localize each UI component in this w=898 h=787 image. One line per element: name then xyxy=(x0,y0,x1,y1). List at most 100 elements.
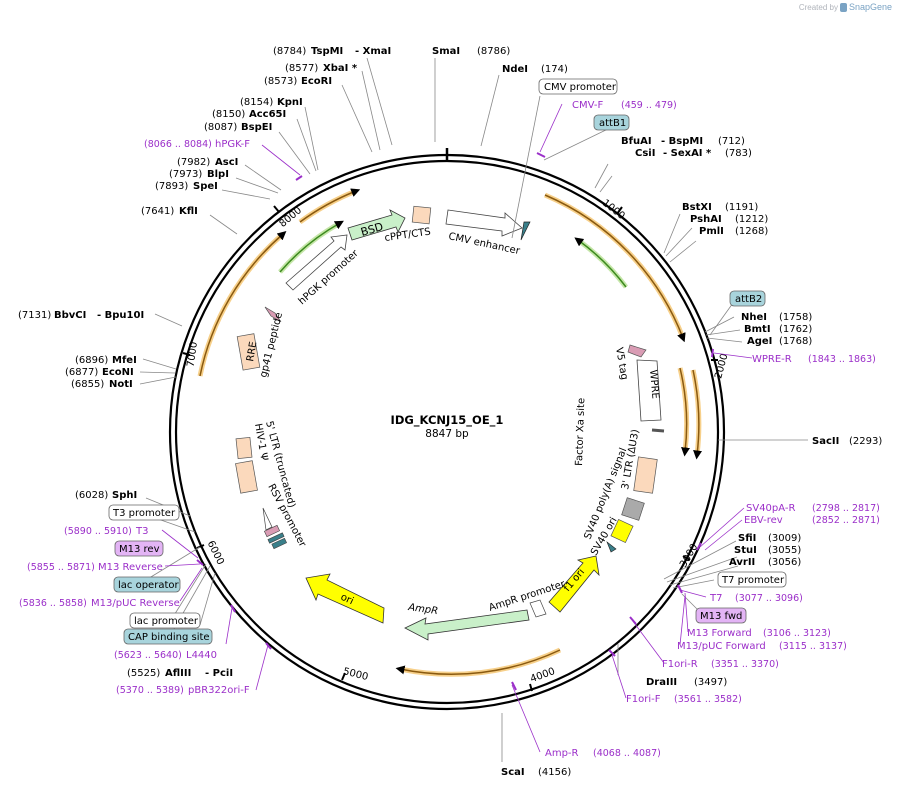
bstxi-label: BstXI xyxy=(682,202,712,213)
t3-promoter-label: T3 promoter xyxy=(112,508,176,519)
cmv-promoter-box-label: CMV promoter xyxy=(544,82,617,93)
hpgk-f-label: hPGK-F xyxy=(215,139,250,150)
tick-2000: 2000 xyxy=(713,353,730,380)
pshai-label: PshAI xyxy=(690,214,722,225)
smai-label: SmaI xyxy=(432,46,460,57)
xmai-label: - XmaI xyxy=(355,46,391,57)
v5-label: V5 tag xyxy=(613,347,630,381)
bspei-pos: (8087) xyxy=(204,122,237,133)
bmti-label: BmtI xyxy=(744,324,771,335)
gp41-mark xyxy=(264,306,282,323)
asci-pos: (7982) xyxy=(177,157,210,168)
cppt-box xyxy=(411,205,432,225)
cmv-enhancer-label: CMV enhancer xyxy=(447,231,521,257)
econi-pos: (6877) xyxy=(65,367,98,378)
sv40-ori-box xyxy=(610,518,634,544)
sacii-pos: (2293) xyxy=(849,436,882,447)
acc65i-pos: (8150) xyxy=(212,109,245,120)
tick-7000: 7000 xyxy=(186,341,200,368)
l4440-label: L4440 xyxy=(186,650,217,661)
csii-pos: (783) xyxy=(725,148,752,159)
ebv-rev-label: EBV-rev xyxy=(744,515,783,526)
wpre-r-label: WPRE-R xyxy=(752,354,792,365)
v5-mark xyxy=(627,344,647,358)
m13-rev-label: M13 rev xyxy=(119,544,160,555)
sfii-pos: (3009) xyxy=(768,533,801,544)
primer-leader-lines xyxy=(161,103,753,753)
plasmid-name: IDG_KCNJ15_OE_1 xyxy=(391,413,504,428)
sphi-pos: (6028) xyxy=(75,490,108,501)
stui-label: StuI xyxy=(734,545,757,556)
ltr3-box xyxy=(633,456,658,494)
pcii-label: - PciI xyxy=(205,668,233,679)
m13-fwd-label: M13 fwd xyxy=(700,611,742,622)
bspei-label: BspEI xyxy=(241,122,272,133)
cmv-f-pos: (459 .. 479) xyxy=(621,100,677,111)
attb1-label: attB1 xyxy=(599,118,626,129)
cap-binding-label: CAP binding site xyxy=(128,632,210,643)
m13-reverse-pos: (5855 .. 5871) xyxy=(27,562,95,573)
agei-label: AgeI xyxy=(747,336,772,347)
scai-pos: (4156) xyxy=(538,767,571,778)
sv40-polya-box xyxy=(621,497,645,521)
t7-promoter-label: T7 promoter xyxy=(721,575,785,586)
draiii-pos: (3497) xyxy=(694,677,727,688)
f1ori-r-pos: (3351 .. 3370) xyxy=(711,659,779,670)
bmti-pos: (1762) xyxy=(779,324,812,335)
scai-label: ScaI xyxy=(501,767,525,778)
nhei-label: NheI xyxy=(741,312,767,323)
cmv-promoter-mark xyxy=(520,221,531,241)
credit-brand: SnapGene xyxy=(848,2,892,12)
draiii-label: DraIII xyxy=(646,677,677,688)
kfli-label: KflI xyxy=(179,206,198,217)
bsd-arrow xyxy=(347,209,406,241)
bfuai-label: BfuAI xyxy=(621,136,652,147)
tspmi-label: TspMI xyxy=(311,46,343,57)
t3-label: T3 xyxy=(135,526,148,537)
sv40pa-r-label: SV40pA-R xyxy=(746,503,795,514)
ori-label: ori xyxy=(339,592,355,607)
acc65i-label: Acc65I xyxy=(249,109,286,120)
ecori-label: EcoRI xyxy=(301,76,332,87)
lac-operator-label: lac operator xyxy=(118,580,179,591)
backbone-inner xyxy=(174,159,720,705)
hiv-psi-box xyxy=(235,436,253,460)
sfii-label: SfiI xyxy=(738,533,756,544)
m13puc-rev-label: M13/pUC Reverse xyxy=(91,598,180,609)
ndei-label: NdeI xyxy=(502,64,528,75)
orf-arcs xyxy=(197,188,703,677)
kfli-pos: (7641) xyxy=(141,206,174,217)
ecori-pos: (8573) xyxy=(264,76,297,87)
smai-pos: (8786) xyxy=(477,46,510,57)
snapgene-credit: Created by SnapGene xyxy=(799,2,892,12)
primer-labels: CMV-F (459 .. 479) (8066 .. 8084) hPGK-F… xyxy=(19,100,880,759)
avrii-pos: (3056) xyxy=(768,557,801,568)
hpgk-promoter-arrow xyxy=(285,234,348,291)
ampr-promoter-box xyxy=(529,599,547,618)
afliii-label: AflIII xyxy=(165,668,191,679)
credit-prefix: Created by xyxy=(798,2,838,12)
wpre-box xyxy=(636,359,662,422)
snapgene-logo-icon xyxy=(839,2,847,12)
f1ori-f-pos: (3561 .. 3582) xyxy=(674,694,742,705)
bsd-label: BSD xyxy=(359,220,385,239)
ndei-pos: (174) xyxy=(541,64,568,75)
f1ori-r-label: F1ori-R xyxy=(662,659,698,670)
m13puc-forward-pos: (3115 .. 3137) xyxy=(779,641,847,652)
factor-xa-label: Factor Xa site xyxy=(574,398,587,466)
blpi-label: BlpI xyxy=(207,169,229,180)
pmli-label: PmlI xyxy=(699,226,724,237)
rre-box xyxy=(236,333,261,371)
stui-pos: (3055) xyxy=(768,545,801,556)
asci-label: AscI xyxy=(215,157,238,168)
sacii-label: SacII xyxy=(812,436,839,447)
ltr5-box xyxy=(235,460,258,494)
csii-label: CsiI xyxy=(635,148,655,159)
noti-label: NotI xyxy=(109,379,133,390)
ebv-rev-pos: (2852 .. 2871) xyxy=(812,515,880,526)
bfuai-pos: (712) xyxy=(718,136,745,147)
lac-promoter-label: lac promoter xyxy=(134,616,199,627)
tick-6000: 6000 xyxy=(205,539,226,567)
hpgk-f-pos: (8066 .. 8084) xyxy=(144,139,212,150)
kpni-label: KpnI xyxy=(277,97,303,108)
